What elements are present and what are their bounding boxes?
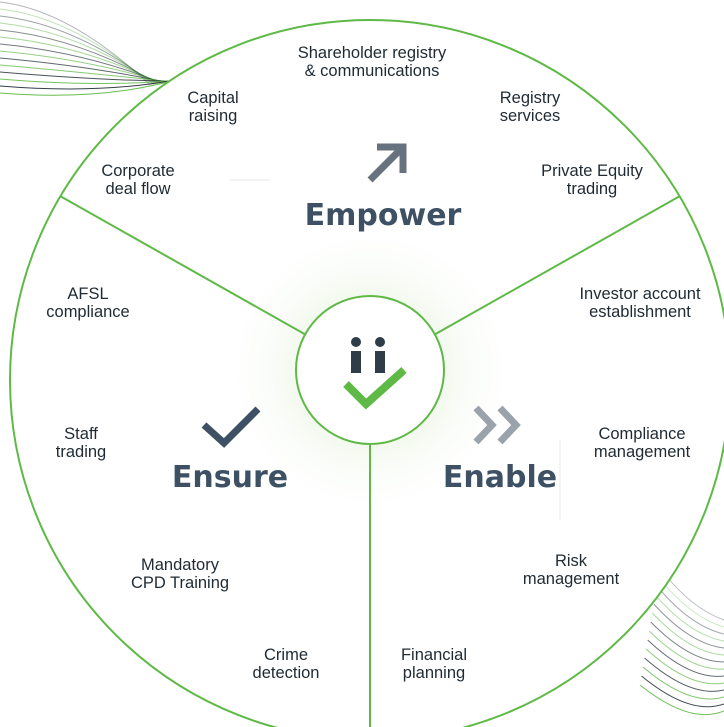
center-hub [295, 295, 445, 445]
swoosh-line [645, 648, 724, 685]
swoosh-line [647, 639, 724, 677]
logo-icon [343, 337, 407, 410]
swoosh-line [0, 79, 176, 96]
arrow-up-right-icon [367, 143, 407, 183]
swoosh-line [0, 71, 170, 82]
divider-line-left [59, 195, 309, 337]
swoosh-line [639, 684, 724, 716]
swoosh-line [0, 50, 164, 83]
swoosh-line [658, 576, 724, 628]
swoosh-line [642, 666, 724, 700]
swoosh-line [0, 79, 174, 90]
segment-title-empower: Empower [304, 198, 462, 233]
swoosh-line [0, 43, 162, 84]
swoosh-line [0, 57, 166, 83]
swoosh-line [648, 630, 724, 670]
segment-title-enable: Enable [442, 460, 558, 495]
swoosh-line [0, 64, 168, 83]
swoosh-line [655, 594, 724, 642]
swoosh-line [651, 612, 724, 656]
swoosh-line [0, 1, 151, 86]
swoosh-line [653, 603, 724, 649]
swoosh-line [656, 585, 724, 635]
swoosh-line [650, 621, 724, 663]
checkmark-icon [201, 406, 261, 448]
swoosh-line [641, 675, 724, 708]
decorative-swoosh-bottom [639, 567, 724, 716]
divider-line-right [431, 195, 681, 337]
item-shareholder-registry: Shareholder registry& communications [297, 44, 447, 80]
swoosh-line [0, 78, 172, 84]
swoosh-line [644, 657, 724, 692]
swoosh-line [0, 8, 153, 85]
segment-title-ensure: Ensure [171, 460, 289, 495]
decorative-swoosh-top [0, 1, 176, 96]
double-chevron-right-icon [473, 405, 521, 445]
